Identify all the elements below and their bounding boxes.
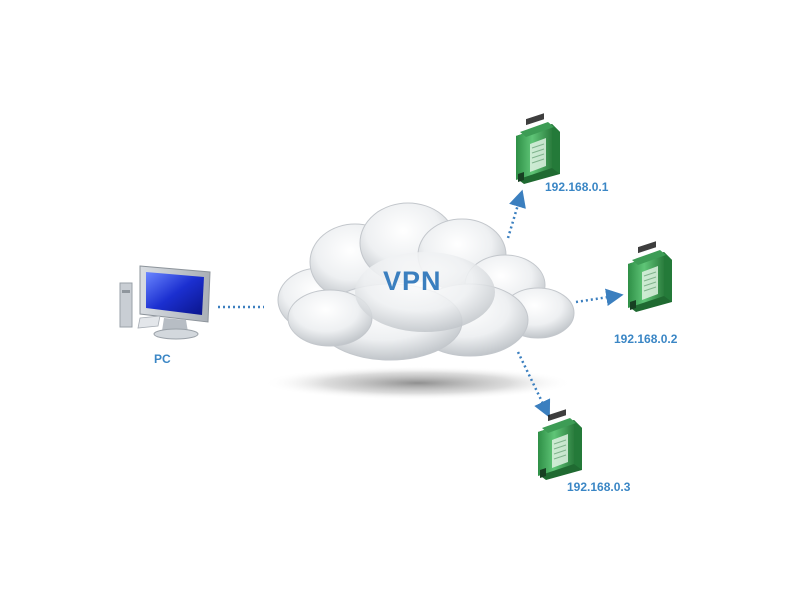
cloud-to-device3-arrow xyxy=(516,351,551,418)
device2-icon xyxy=(627,240,673,313)
pc-label: PC xyxy=(154,352,171,366)
device3-icon xyxy=(537,408,583,481)
device2-ip-label: 192.168.0.2 xyxy=(614,332,678,346)
device3-ip-label: 192.168.0.3 xyxy=(567,480,631,494)
cloud-shadow xyxy=(263,366,573,400)
cloud-label: VPN xyxy=(383,266,442,296)
device1-icon xyxy=(515,112,561,185)
desktop-computer-icon xyxy=(119,265,211,340)
cloud-icon xyxy=(277,202,575,361)
cloud-to-device2-arrow xyxy=(575,288,624,306)
device1-ip-label: 192.168.0.1 xyxy=(545,180,609,194)
cloud-to-device1-arrow xyxy=(506,189,526,239)
